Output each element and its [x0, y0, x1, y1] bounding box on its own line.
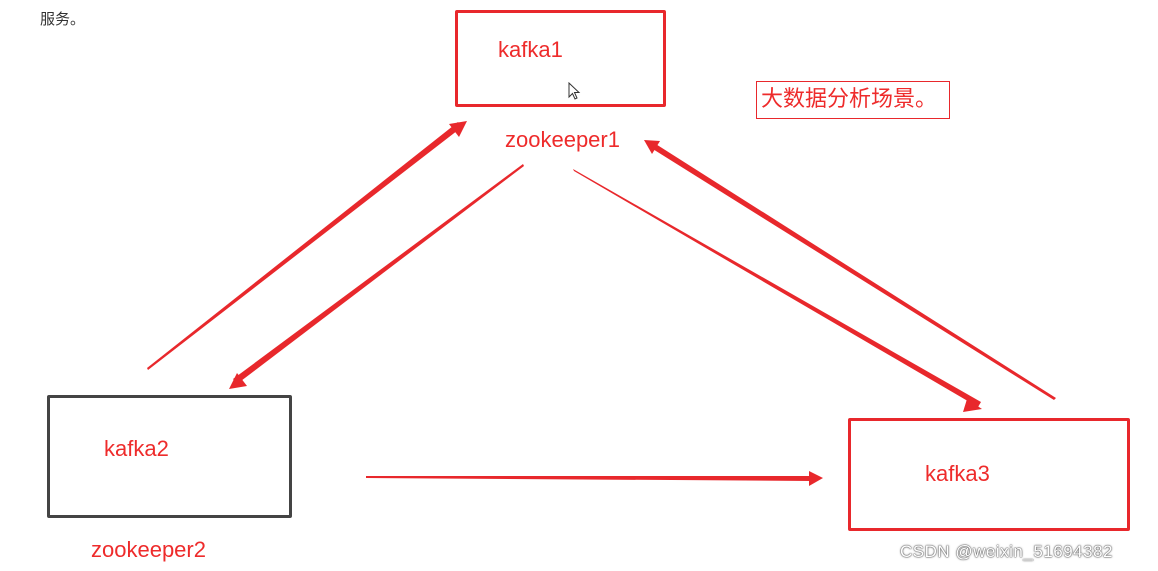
arrowhead-kafka1 [449, 121, 467, 137]
kafka3-label: kafka3 [925, 461, 990, 486]
edge-kafka2-to-kafka3 [366, 476, 812, 481]
mouse-cursor-icon [568, 82, 581, 100]
kafka1-label: kafka1 [498, 37, 563, 62]
arrowhead-kafka2 [229, 373, 247, 389]
kafka3-box [848, 418, 1130, 531]
kafka2-label: kafka2 [104, 436, 169, 461]
arrowhead-zookeeper1 [644, 140, 660, 154]
arrowhead-kafka3 [963, 399, 982, 412]
edge-zookeeper1-to-kafka2 [233, 164, 524, 384]
intro-text: 服务。 [40, 11, 86, 28]
scenario-note: 大数据分析场景。 [756, 81, 950, 119]
edge-kafka2-to-kafka1 [147, 122, 462, 370]
edge-zookeeper1-to-kafka3 [573, 169, 981, 407]
arrowhead-kafka3-left [809, 471, 823, 486]
zookeeper1-label: zookeeper1 [505, 127, 620, 152]
edge-kafka3-to-zookeeper1 [648, 141, 1056, 400]
zookeeper2-label: zookeeper2 [91, 537, 206, 562]
kafka2-box [47, 395, 292, 518]
watermark: CSDN @weixin_51694382 [900, 542, 1113, 561]
kafka1-box [455, 10, 666, 107]
